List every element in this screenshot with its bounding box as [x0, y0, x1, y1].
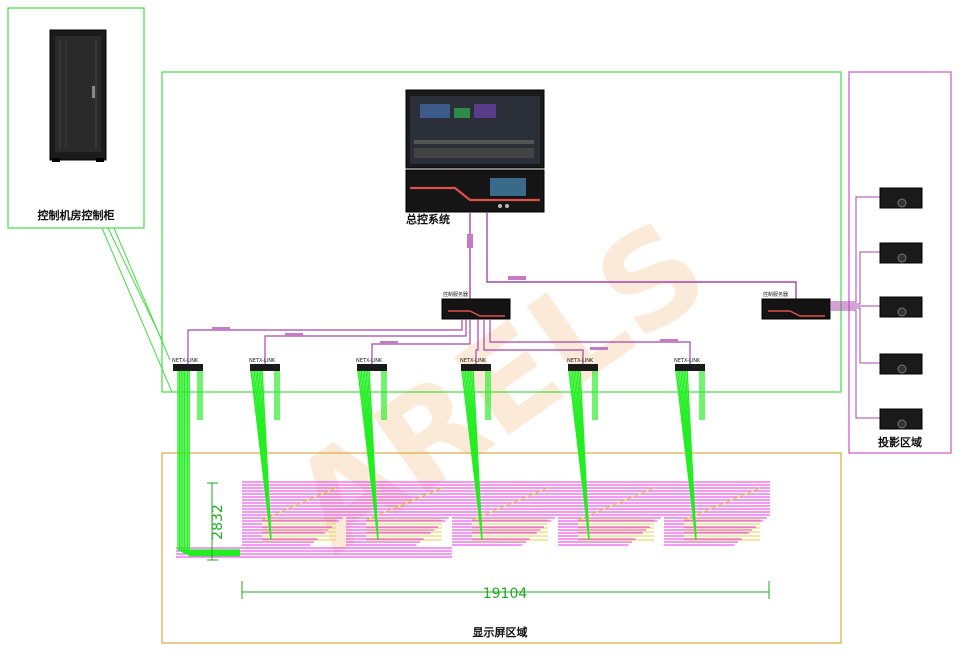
- fiber-line: [686, 370, 697, 541]
- receiver-box: [568, 364, 598, 371]
- receiver-label: NETX-LINK: [674, 358, 701, 364]
- projection-region: [848, 71, 952, 454]
- fiber-bundles: [177, 370, 705, 557]
- panel-link: [683, 487, 761, 521]
- fiber-line: [368, 370, 379, 541]
- master-cables: [469, 212, 797, 300]
- fiber-line: [472, 370, 483, 541]
- cable-markers-receivers: [212, 327, 678, 350]
- height-dimension-label: 2832: [210, 504, 226, 540]
- cabinet-label: 控制机房控制柜: [38, 208, 115, 222]
- control-server-right: [761, 298, 831, 320]
- projector-icon: [879, 242, 923, 264]
- receiver-cables: [187, 319, 691, 364]
- receiver-label: NETX-LINK: [460, 358, 487, 364]
- receiver-label: NETX-LINK: [249, 358, 276, 364]
- projector-icon: [879, 408, 923, 430]
- cabinet-link-lines: [101, 227, 173, 393]
- panel-link: [471, 487, 549, 521]
- cabinet-region: [7, 7, 145, 229]
- receiver-box: [250, 364, 280, 371]
- projector-icon: [879, 187, 923, 209]
- projection-label: 投影区域: [878, 435, 922, 449]
- projector-group: [879, 187, 923, 430]
- control-region: [161, 71, 842, 393]
- fiber-line: [261, 370, 272, 541]
- receiver-box: [461, 364, 491, 371]
- projector-icon: [879, 296, 923, 318]
- server-cabinet-icon: [49, 29, 107, 162]
- panel-link-lines: [261, 487, 761, 541]
- receiver-labels: NETX-LINK NETX-LINK NETX-LINK NETX-LINK …: [172, 358, 701, 364]
- master-label: 总控系统: [406, 212, 450, 226]
- panel-link: [365, 487, 443, 521]
- receiver-box: [675, 364, 705, 371]
- receiver-label: NETX-LINK: [356, 358, 383, 364]
- projector-cables: [830, 196, 880, 419]
- height-dimension: [207, 482, 218, 561]
- width-dimension-label: 19104: [483, 586, 528, 602]
- display-region: [161, 452, 842, 644]
- server-left-label: 控制服务器: [443, 291, 468, 298]
- panel-link: [577, 487, 655, 521]
- receiver-label: NETX-LINK: [567, 358, 594, 364]
- receiver-box: [173, 364, 203, 371]
- cable-markers-master: [467, 234, 526, 280]
- receiver-box: [357, 364, 387, 371]
- fiber-line: [579, 370, 590, 541]
- receiver-group: [173, 364, 705, 371]
- display-label: 显示屏区域: [473, 625, 528, 639]
- control-server-left: [441, 298, 511, 320]
- width-dimension: [241, 581, 770, 599]
- master-control-device: [405, 89, 545, 213]
- panel-link: [261, 487, 337, 521]
- receiver-label: NETX-LINK: [172, 358, 199, 364]
- server-right-label: 控制服务器: [763, 291, 788, 298]
- projector-icon: [879, 353, 923, 375]
